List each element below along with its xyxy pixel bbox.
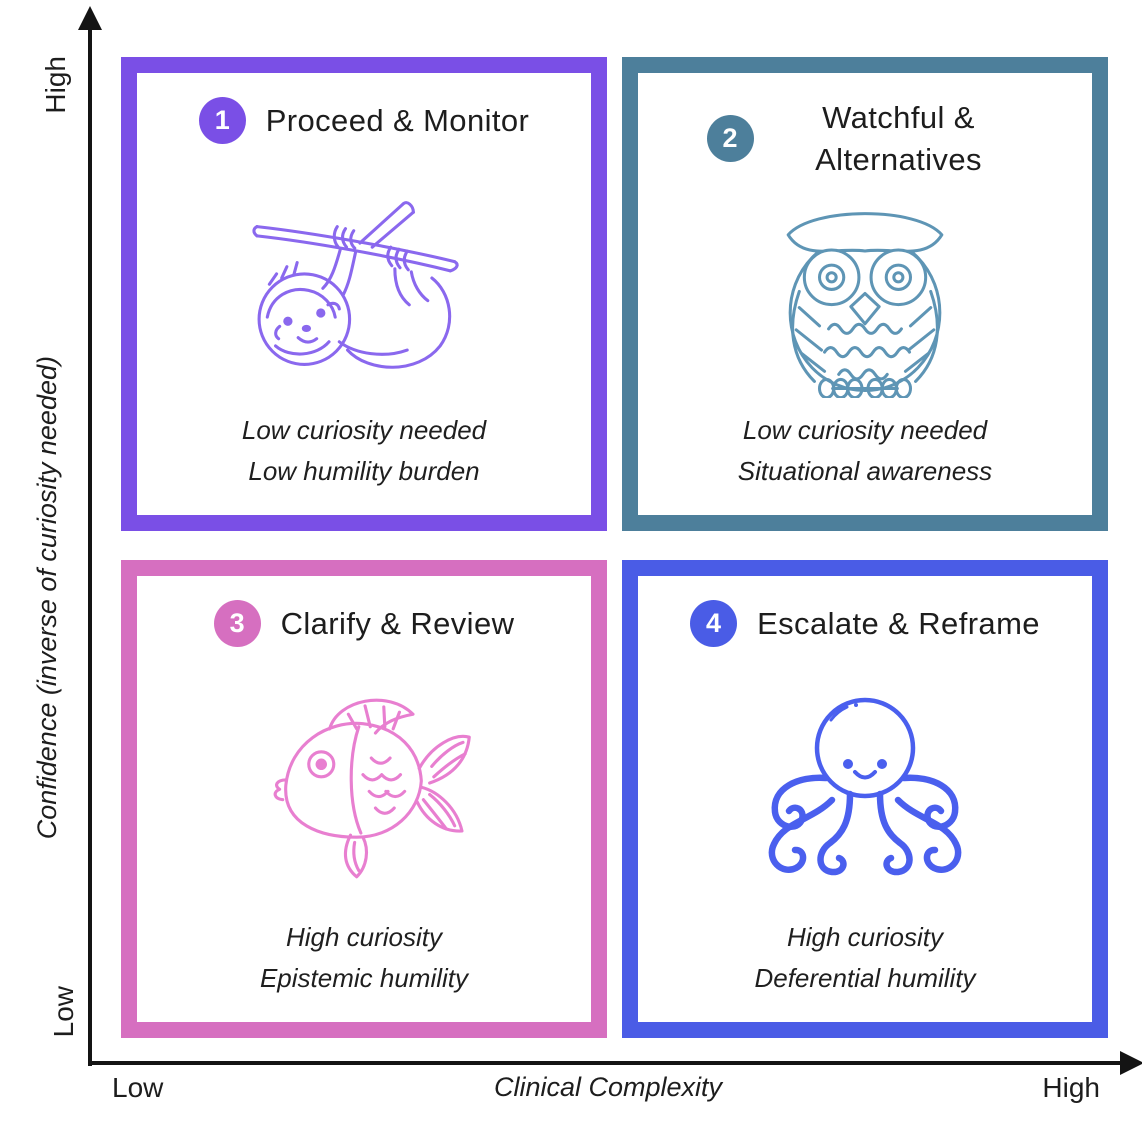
quadrant-4-card: 4 Escalate & Reframe High curiosity De <box>622 560 1108 1038</box>
y-axis-line <box>88 24 92 1066</box>
quadrant-4-subtitle: High curiosity Deferential humility <box>650 917 1080 998</box>
x-axis-high-label: High <box>1042 1072 1100 1103</box>
quadrant-1-subtitle: Low curiosity needed Low humility burden <box>149 410 579 491</box>
x-axis-title: Clinical Complexity <box>493 1072 723 1102</box>
quadrant-3-title: Clarify & Review <box>280 605 515 641</box>
quadrant-3-subtitle: High curiosity Epistemic humility <box>149 917 579 998</box>
quadrant-1-subtitle-line1: Low curiosity needed <box>241 415 487 446</box>
y-axis-title-text: Confidence (inverse of curiosity needed) <box>32 356 62 840</box>
quadrant-2-subtitle-line2: Situational awareness <box>737 455 993 486</box>
quadrant-1-number-badge: 1 <box>198 97 246 144</box>
sloth-icon <box>149 144 579 410</box>
quadrant-1-title: Proceed & Monitor <box>265 102 530 138</box>
x-axis-line <box>88 1061 1126 1065</box>
fish-icon <box>149 647 579 917</box>
y-axis-arrow-icon <box>78 6 102 30</box>
quadrant-3-card: 3 Clarify & Review <box>121 560 607 1038</box>
quadrant-2-card: 2 Watchful & Alternatives <box>622 57 1108 531</box>
y-axis-high-label: High <box>40 56 71 114</box>
owl-icon <box>650 181 1080 411</box>
y-axis-title: Confidence (inverse of curiosity needed) <box>32 168 63 1028</box>
octopus-icon <box>650 647 1080 917</box>
quadrant-2-header: 2 Watchful & Alternatives <box>650 97 1080 181</box>
quadrant-2-subtitle-line1: Low curiosity needed <box>742 415 988 446</box>
quadrant-4-number-badge: 4 <box>690 600 738 647</box>
quadrant-4-header: 4 Escalate & Reframe <box>650 600 1080 647</box>
y-axis-low-label: Low <box>48 986 79 1038</box>
x-axis-low-label: Low <box>112 1072 164 1103</box>
quadrant-3-subtitle-line2: Epistemic humility <box>259 962 469 993</box>
quadrant-3-header: 3 Clarify & Review <box>149 600 579 647</box>
quadrant-2-title: Watchful & Alternatives <box>815 100 982 177</box>
quadrant-3-subtitle-line1: High curiosity <box>285 922 443 953</box>
quadrant-4-title: Escalate & Reframe <box>757 605 1040 641</box>
quadrant-2-subtitle: Low curiosity needed Situational awarene… <box>650 410 1080 491</box>
x-axis-arrow-icon <box>1120 1051 1142 1075</box>
quadrant-1-card: 1 Proceed & Monitor <box>121 57 607 531</box>
x-axis-labels: Clinical Complexity Low High <box>88 1072 1128 1122</box>
quadrant-2-number-badge: 2 <box>706 115 754 163</box>
quadrant-1-subtitle-line2: Low humility burden <box>248 455 480 486</box>
quadrant-3-number-badge: 3 <box>213 600 261 647</box>
quadrant-4-subtitle-line1: High curiosity <box>786 922 944 953</box>
quadrant-1-header: 1 Proceed & Monitor <box>149 97 579 144</box>
quadrant-4-subtitle-line2: Deferential humility <box>754 962 976 993</box>
